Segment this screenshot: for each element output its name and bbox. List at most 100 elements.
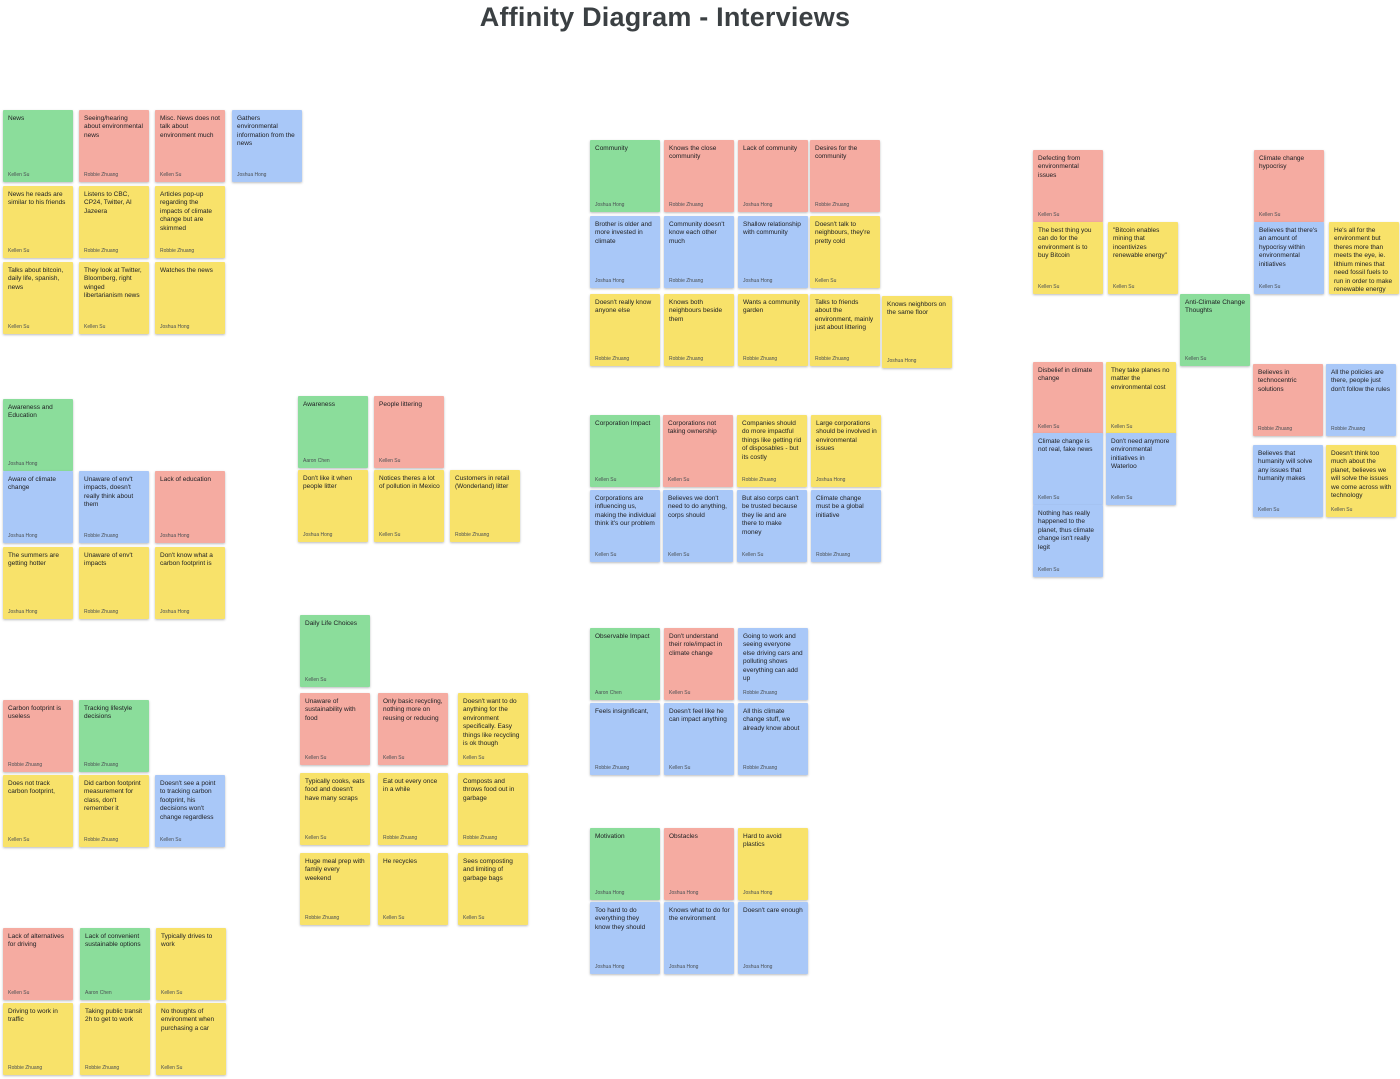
sticky-note[interactable]: Climate change must be a global initiati… — [811, 490, 881, 562]
note-author: Kellen Su — [1038, 424, 1060, 430]
sticky-note[interactable]: Doesn't talk to neighbours, they're pret… — [810, 216, 880, 288]
sticky-note[interactable]: Sees composting and limiting of garbage … — [458, 853, 528, 925]
sticky-note[interactable]: Corporations are influencing us, making … — [590, 490, 660, 562]
sticky-note[interactable]: Don't understand their role/impact in cl… — [664, 628, 734, 700]
sticky-note[interactable]: Too hard to do everything they know they… — [590, 902, 660, 974]
sticky-note[interactable]: No thoughts of environment when purchasi… — [156, 1003, 226, 1075]
sticky-note[interactable]: Companies should do more impactful thing… — [737, 415, 807, 487]
note-author: Kellen Su — [161, 1065, 183, 1071]
sticky-note[interactable]: But also corps can't be trusted because … — [737, 490, 807, 562]
note-text: Customers in retail (Wonderland) litter — [455, 475, 510, 491]
sticky-note[interactable]: Notices theres a lot of pollution in Mex… — [374, 470, 444, 542]
sticky-note[interactable]: Does not track carbon footprint,Kellen S… — [3, 775, 73, 847]
sticky-note[interactable]: Nothing has really happened to the plane… — [1033, 505, 1103, 577]
note-text: Awareness — [303, 401, 336, 408]
sticky-note[interactable]: Huge meal prep with family every weekend… — [300, 853, 370, 925]
sticky-note[interactable]: Large corporations should be involved in… — [811, 415, 881, 487]
sticky-note[interactable]: Listens to CBC, CP24, Twitter, Al Jazeer… — [79, 186, 149, 258]
sticky-note[interactable]: Typically cooks, eats food and doesn't h… — [300, 773, 370, 845]
sticky-note[interactable]: Unaware of env't impacts, doesn't really… — [79, 471, 149, 543]
sticky-note[interactable]: Believes that there's an amount of hypoc… — [1254, 222, 1324, 294]
sticky-note[interactable]: Believes that humanity will solve any is… — [1253, 445, 1323, 517]
sticky-note[interactable]: Talks about bitcoin, daily life, spanish… — [3, 262, 73, 334]
sticky-note[interactable]: Doesn't feel like he can impact anything… — [664, 703, 734, 775]
sticky-note[interactable]: They take planes no matter the environme… — [1106, 362, 1176, 434]
sticky-note[interactable]: News he reads are similar to his friends… — [3, 186, 73, 258]
sticky-note[interactable]: Doesn't see a point to tracking carbon f… — [155, 775, 225, 847]
sticky-note[interactable]: Doesn't want to do anything for the envi… — [458, 693, 528, 765]
sticky-note[interactable]: All this climate change stuff, we alread… — [738, 703, 808, 775]
sticky-note[interactable]: Misc. News does not talk about environme… — [155, 110, 225, 182]
sticky-note[interactable]: The best thing you can do for the enviro… — [1033, 222, 1103, 294]
note-author: Robbie Zhuang — [743, 356, 778, 362]
note-text: Knows neighbors on the same floor — [887, 301, 946, 317]
sticky-note[interactable]: All the policies are there, people just … — [1326, 364, 1396, 436]
sticky-note[interactable]: Doesn't think too much about the planet,… — [1326, 445, 1396, 517]
sticky-note[interactable]: He's all for the environment but theres … — [1329, 222, 1399, 294]
note-author: Aaron Chen — [303, 458, 330, 464]
sticky-note[interactable]: Believes we don't need to do anything, c… — [663, 490, 733, 562]
sticky-note[interactable]: Feels insignificant,Robbie Zhuang — [590, 703, 660, 775]
sticky-note[interactable]: Did carbon footprint measurement for cla… — [79, 775, 149, 847]
sticky-note[interactable]: "Bitcoin enables mining that incentivize… — [1108, 222, 1178, 294]
sticky-note[interactable]: Brother is older and more invested in cl… — [590, 216, 660, 288]
note-author: Robbie Zhuang — [595, 356, 630, 362]
sticky-note[interactable]: Talks to friends about the environment, … — [810, 294, 880, 366]
sticky-note[interactable]: They look at Twitter, Bloomberg, right w… — [79, 262, 149, 334]
sticky-note[interactable]: Going to work and seeing everyone else d… — [738, 628, 808, 700]
sticky-note[interactable]: Only basic recycling, nothing more on re… — [378, 693, 448, 765]
sticky-note[interactable]: Gathers environmental information from t… — [232, 110, 302, 182]
sticky-note[interactable]: Don't need anymore environmental initiat… — [1106, 433, 1176, 505]
sticky-note[interactable]: Articles pop-up regarding the impacts of… — [155, 186, 225, 258]
